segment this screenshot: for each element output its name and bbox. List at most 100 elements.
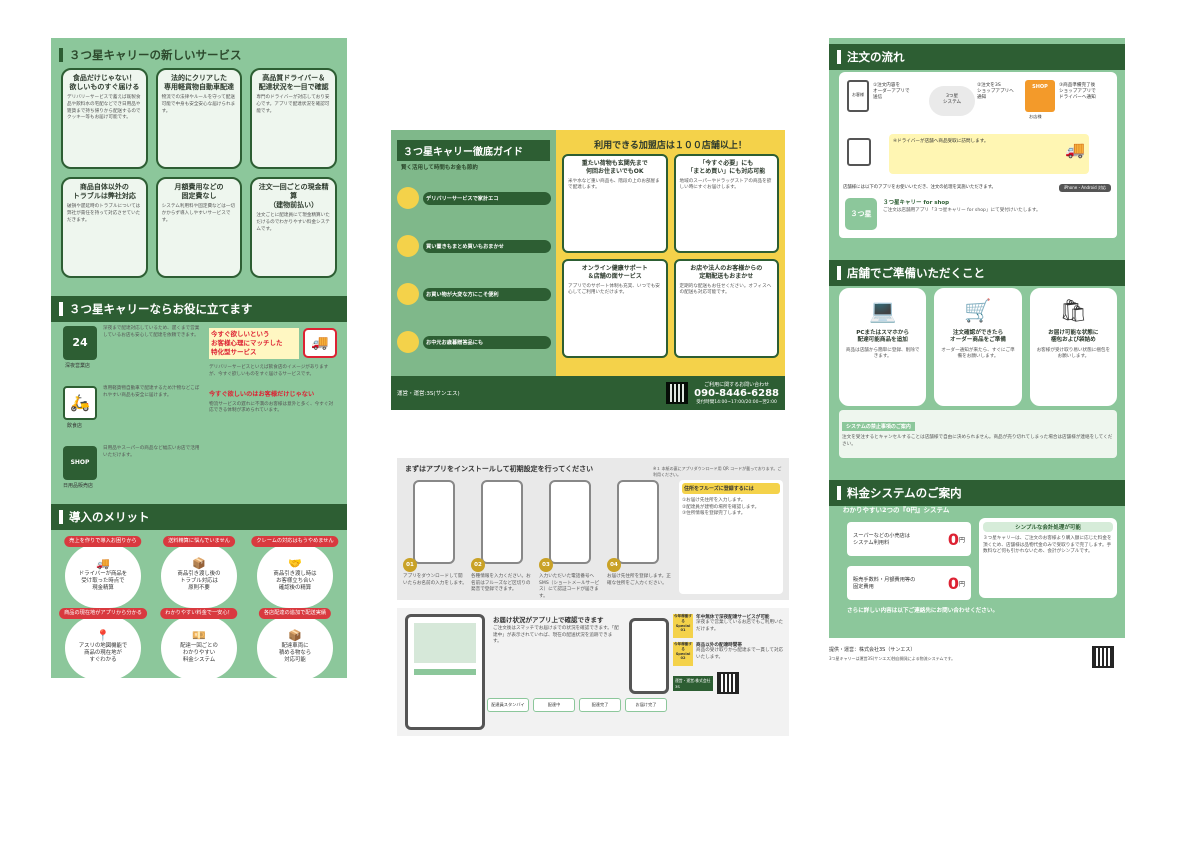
merit-text: 配達車両に 積める物なら 対応可能 [278,643,312,664]
header-bar [59,302,63,316]
section-title: 導入のメリット [69,510,150,524]
card-text: 注文ごとに配達員にて現金精算いただけるのでわかりやすい料金システムです。 [256,213,330,232]
person-icon [397,331,419,353]
flow-step: ②注文を3S ショップアプリへ 通知 [977,83,1014,100]
merit-icon: 🚚 [96,557,110,570]
step-number: 01 [403,558,417,572]
card-title: 法的にクリアした 専用軽貨物自動車配達 [163,74,234,92]
prep-card: 💻PCまたはスマホから 配達可能商品を追加商品は店舗から簡単に登録、削除できます… [839,288,927,406]
special-title: 年中無休で深夜配達サービスが可能 [696,615,770,620]
feature-title: 「今すぐ必要」にも 「まとめ買い」にも対応可能 [687,160,766,175]
section-header-pricing: 料金システムのご案内 [829,480,1125,506]
guide-bubble: デリバリーサービスで家計エコ [397,174,551,222]
merit-text: 配達一回ごとの わかりやすい 料金システム [180,643,218,664]
use-case-label: 深夜営業店 [65,363,91,369]
bottom-note: さらに詳しい内容は以下ご連絡先にお問い合わせください。 [847,608,999,614]
flow-diagram: お客様 ①注文内容を オーダーアプリで 送信 3つ星 システム ②注文を3S シ… [839,72,1117,200]
feature-box: 「今すぐ必要」にも 「まとめ買い」にも対応可能地域のスーパーやドラッグストアの商… [673,154,779,253]
section-title: ３つ星キャリーの新しいサービス [69,48,242,62]
use-case-item: 🛵 専用軽貨物自動車で配達するため汁物などこぼれやすい商品も安全に届けます。 [63,386,203,440]
special-text: 深夜まで営業しているお店でもご利用いただけます。 [696,620,784,632]
step-number: 04 [607,558,621,572]
merit-circle: 送料精算に悩んでいません📦商品引き渡し後の トラブル対応は 原則不要 [161,536,237,608]
bubble-text: お中元お歳暮贈答品にも [423,335,551,349]
phone-number: 090-8446-6288 [694,388,779,399]
use-case-text: 日用品やスーパーの商品など幅広いお店で活用いただけます。 [103,446,200,458]
shop-icon: SHOP [1025,80,1055,112]
merit-icon: 📍 [96,629,110,642]
flow-step-4: ④ドライバーが店舗へ商品受取に訪問します。 [889,134,1089,174]
merit-ribbon: 売上を作りで導入お困りから [64,536,142,548]
header-bar [837,266,841,280]
prep-title: PCまたはスマホから 配達可能商品を追加 [856,330,910,344]
footer-note: 3つ星キャリーは運営3S(サンエス)独自開発による物流システムです。 [829,656,956,661]
fee-value: 0 [947,529,959,549]
feature-title: オンライン健康サポート ＆店舗の面サービス [581,265,648,280]
feature-text: 地域のスーパーやドラッグストアの商品を欲しい時にすぐお届けします。 [679,178,772,191]
card-text: システム利用料や固定費などは一切かからず導入しやすいサービスです。 [161,204,236,223]
store-label: お店様 [1029,114,1042,119]
service-card: 注文一回ごとの現金精算 （建物前払い） 注文ごとに配達員にて現金精算いただけるので… [250,177,337,278]
step-number: 02 [471,558,485,572]
step-text: 各種情報を入力ください。お名前はフルーズなど区切りの発音で登録できます。 [471,574,531,593]
service-cards: 食品だけじゃない！ 欲しいものすぐ届けるデリバリーサービスで蓄えば既製食品や飲料… [61,68,337,278]
prep-card: 🛒注文確認ができたら オーダー商品をご準備オーダー通知が来たら、すぐにご準備をお… [934,288,1022,406]
prep-text: お客様が受け取り易い状態に梱包をお願いします。 [1036,347,1111,360]
guide-bubble: 買い置きもまとめ買いもおまかせ [397,222,551,270]
section-title: 店舗でご準備いただくこと [847,266,985,280]
section-header-flow: 注文の流れ [829,44,1125,70]
step-text: お届け先住所を登録します。正確な住所をご入力ください。 [607,574,671,586]
card-title: 食品だけじゃない！ 欲しいものすぐ届ける [69,74,140,92]
status-label: 配達員スタンバイ [487,698,529,712]
card-title: 注文一回ごとの現金精算 （建物前払い） [258,183,329,210]
phone-screen [617,480,659,564]
card-text: デリバリーサービスで蓄えば既製食品や飲料水の宅配などでき日用品や雑貨まで持ち帰り… [67,95,141,121]
guide-panel: ３つ星キャリー徹底ガイド 賢く活用して時間もお金も節約 デリバリーサービスで家計… [391,130,785,410]
card-text: 専門のドライバーが対応しており安心です。アプリで配達状況を確認可能です。 [256,95,330,114]
cloud-icon: 3つ星 システム [929,86,975,116]
fee-label: 販売手数料・月額費用等の 固定費用 [853,577,916,590]
qr-code-icon [717,672,739,694]
qr-code-icon [1092,646,1114,668]
rules-box: システムの禁止事項のご案内 注文を受注するとキャンセルすることは店舗様で自由に決… [839,410,1117,458]
use-case-list: 24 深夜まで配達対応しているため、遅くまで営業しているお店も安心して配達を依頼… [63,326,203,500]
card-title: 商品自体以外の トラブルは弊社対応 [72,183,136,201]
note-title: 今すぐ欲しいという お客様心理にマッチした 特化型サービス [209,328,299,360]
service-card: 法的にクリアした 専用軽貨物自動車配達物流での法律やルールを守って配送可能で中身… [155,68,243,169]
guide-bubble: お中元お歳暮贈答品にも [397,318,551,366]
fee-label: スーパーなどの小売店は システム利用料 [853,533,911,546]
rules-title: システムの禁止事項のご案内 [842,422,915,431]
section-title: 注文の流れ [847,50,905,64]
prep-card: 🛍お届け可能な状態に 梱包および袋詰めお客様が受け取り易い状態に梱包をお願いしま… [1029,288,1117,406]
use-case-item: SHOP 日用品やスーパーの商品など幅広いお店で活用いただけます。 [63,446,203,500]
header-bar [837,50,841,64]
qr-code-icon [666,382,689,404]
service-card: 高品質ドライバー＆ 配達状況を一目で確認専門のドライバーが対応しており安心です。… [250,68,337,169]
guide-bubble: お買い物が大変な方にこそ便利 [397,270,551,318]
merit-text: 商品引き渡し後の トラブル対応は 原則不要 [177,571,221,592]
merit-icon: 📦 [288,629,302,642]
section-header-usefulness: ３つ星キャリーならお役に立てます [51,296,347,322]
section-header-prep: 店舗でご準備いただくこと [829,260,1125,286]
person-icon [397,235,419,257]
prep-title: お届け可能な状態に 梱包および袋詰め [1048,330,1099,344]
rules-text: 注文を受注するとキャンセルすることは店舗様で自由に決められません。商品が売り切れ… [842,435,1113,447]
merit-text: 商品引き渡し時は お客様立ち合い 確認後の精算 [273,571,317,592]
guide-subtitle: 賢く活用して時間もお金も節約 [401,165,478,171]
note2-text: 物流サービスの遅れに不満のお客様は意外と多く、今すぐ対応できる体制が求められてい… [209,401,334,414]
guide-left: ３つ星キャリー徹底ガイド 賢く活用して時間もお金も節約 デリバリーサービスで家計… [391,130,556,410]
fee-value: 0 [947,573,959,593]
service-card: 商品自体以外の トラブルは弊社対応破損や遅延時のトラブルについては弊社が責任を持… [61,177,148,278]
status-label: お届け完了 [625,698,667,712]
use-case-label: 飲食店 [67,423,83,429]
footer-company: 提供・運営：株式会社3S（サンエス） [829,647,916,653]
phone-screen [413,480,455,564]
step-text: 入力いただいた電話番号へSMS（ショートメールサービス）にて認証コードが届きます… [539,574,600,599]
feature-box: オンライン健康サポート ＆店舗の面サービスアプリでのサポート体制も充実、いつでも… [562,259,668,358]
use-case-item: 24 深夜まで配達対応しているため、遅くまで営業しているお店も安心して配達を依頼… [63,326,203,380]
app-logo: ３つ星 [845,198,877,230]
business-hours: 受付時間14:00~17:00/20:00~翌2:00 [696,400,777,405]
shop-icon: SHOP [63,446,97,480]
